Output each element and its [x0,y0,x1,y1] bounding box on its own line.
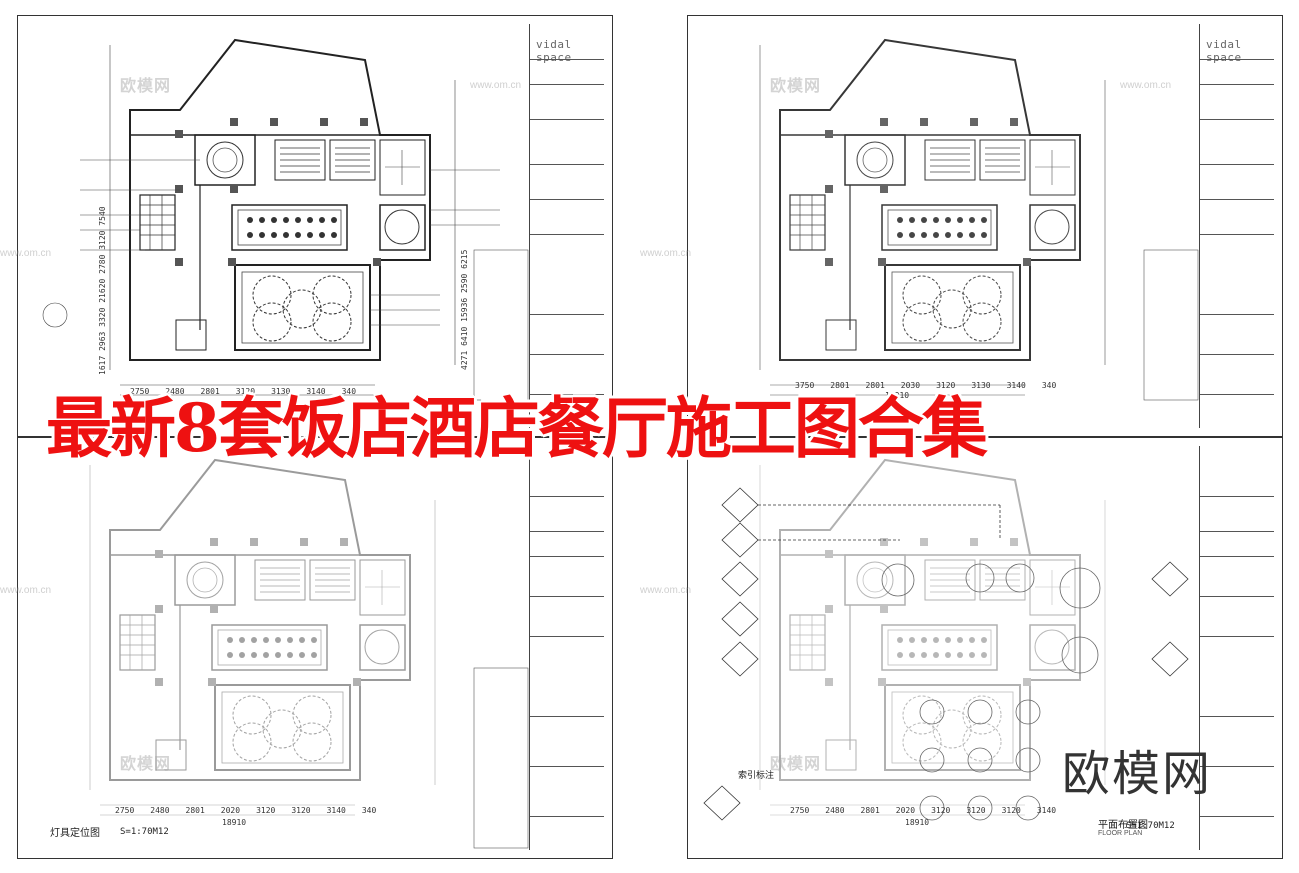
watermark-logo: 欧模网 [120,78,172,95]
dimension-value: 2030 [900,381,921,390]
watermark-url: www.om.cn [640,585,692,596]
promo-banner-title: 最新8套饭店酒店餐厅施工图合集 [46,389,988,467]
dimension-value: 2801 [865,381,885,390]
dimension-value: 340 [1041,381,1057,390]
dimension-value: 340 [361,806,377,815]
dimension-total-top-right: 18910 [885,391,910,400]
watermark-url: www.om.cn [0,585,52,596]
plan-sublabel-floor: FLOOR PLAN [1098,830,1143,837]
watermark-logo: 欧模网 [770,78,822,95]
dimension-value: 2750 [790,806,810,815]
dimension-value: 2801 [185,806,205,815]
scale-label-bottom-right: S=1:70M12 [1126,821,1175,831]
dimension-value: 3120 [936,381,956,390]
dimension-total-bottom-left: 18910 [222,818,247,827]
dimension-row-bottom-left: 2750 2480 2801 2020 3120 3120 3140 340 [115,806,392,815]
dimension-value: 3140 [1036,806,1057,815]
title-block: vidal space [1199,24,1274,428]
watermark-url: www.om.cn [640,248,692,259]
title-block-logo: vidal space [536,38,572,64]
drawing-sheet-bottom-left [17,437,613,859]
watermark-logo: 欧模网 [770,756,822,773]
scale-label-bottom-left: S=1:70M12 [120,827,169,837]
dimension-value: 2480 [165,387,185,396]
dimension-value: 2480 [150,806,170,815]
dimension-value: 3140 [1006,381,1026,390]
dimension-value: 340 [341,387,357,396]
watermark-url: www.om.cn [0,248,52,259]
watermark-url: www.om.cn [1120,80,1172,91]
drawing-sheet-bottom-right [687,437,1283,859]
dimension-value: 3120 [931,806,951,815]
dimension-value: 2801 [860,806,880,815]
dimension-value: 3750 [795,381,815,390]
dimension-value: 3120 [235,387,256,396]
dimension-value: 3120 [966,806,986,815]
vertical-dims-left: 1617 2963 3320 21620 2780 3120 7540 [98,206,107,375]
dimension-value: 2020 [895,806,916,815]
brand-logo-text: 欧模网 [1062,746,1213,802]
title-block [529,446,604,850]
vertical-dims-right: 4271 6410 15936 2590 6215 [460,249,469,370]
dimension-value: 3130 [971,381,991,390]
drawing-sheet-top-right: vidal space [687,15,1283,437]
dimension-value: 2480 [825,806,845,815]
dimension-value: 3140 [306,387,326,396]
dimension-value: 3140 [326,806,346,815]
dimension-value: 3120 [1001,806,1021,815]
title-block [1199,446,1274,850]
dimension-value: 2801 [830,381,850,390]
plan-label-floor: 平面布置图 [1098,820,1148,831]
dimension-value: 3120 [291,806,311,815]
dimension-value: 2750 [115,806,135,815]
dimension-row-bottom-right: 2750 2480 2801 2020 3120 3120 3120 3140 [790,806,1072,815]
drawing-sheet-top-left: vidal space [17,15,613,437]
dimension-value: 2801 [200,387,220,396]
dimension-row-top-left: 2750 2480 2801 3120 3130 3140 340 [130,387,372,396]
dimension-value: 3120 [256,806,276,815]
dimension-total-bottom-right: 18910 [905,818,930,827]
title-block-logo: vidal space [1206,38,1242,64]
watermark-logo: 欧模网 [120,756,172,773]
title-block: vidal space [529,24,604,428]
dimension-row-top-right: 3750 2801 2801 2030 3120 3130 3140 340 [795,381,1072,390]
dimension-value: 3130 [271,387,291,396]
watermark-url: www.om.cn [470,80,522,91]
dimension-value: 2750 [130,387,150,396]
plan-label-lighting: 灯具定位图 [50,828,100,839]
index-label: 索引标注 [738,770,775,780]
dimension-value: 2020 [220,806,241,815]
